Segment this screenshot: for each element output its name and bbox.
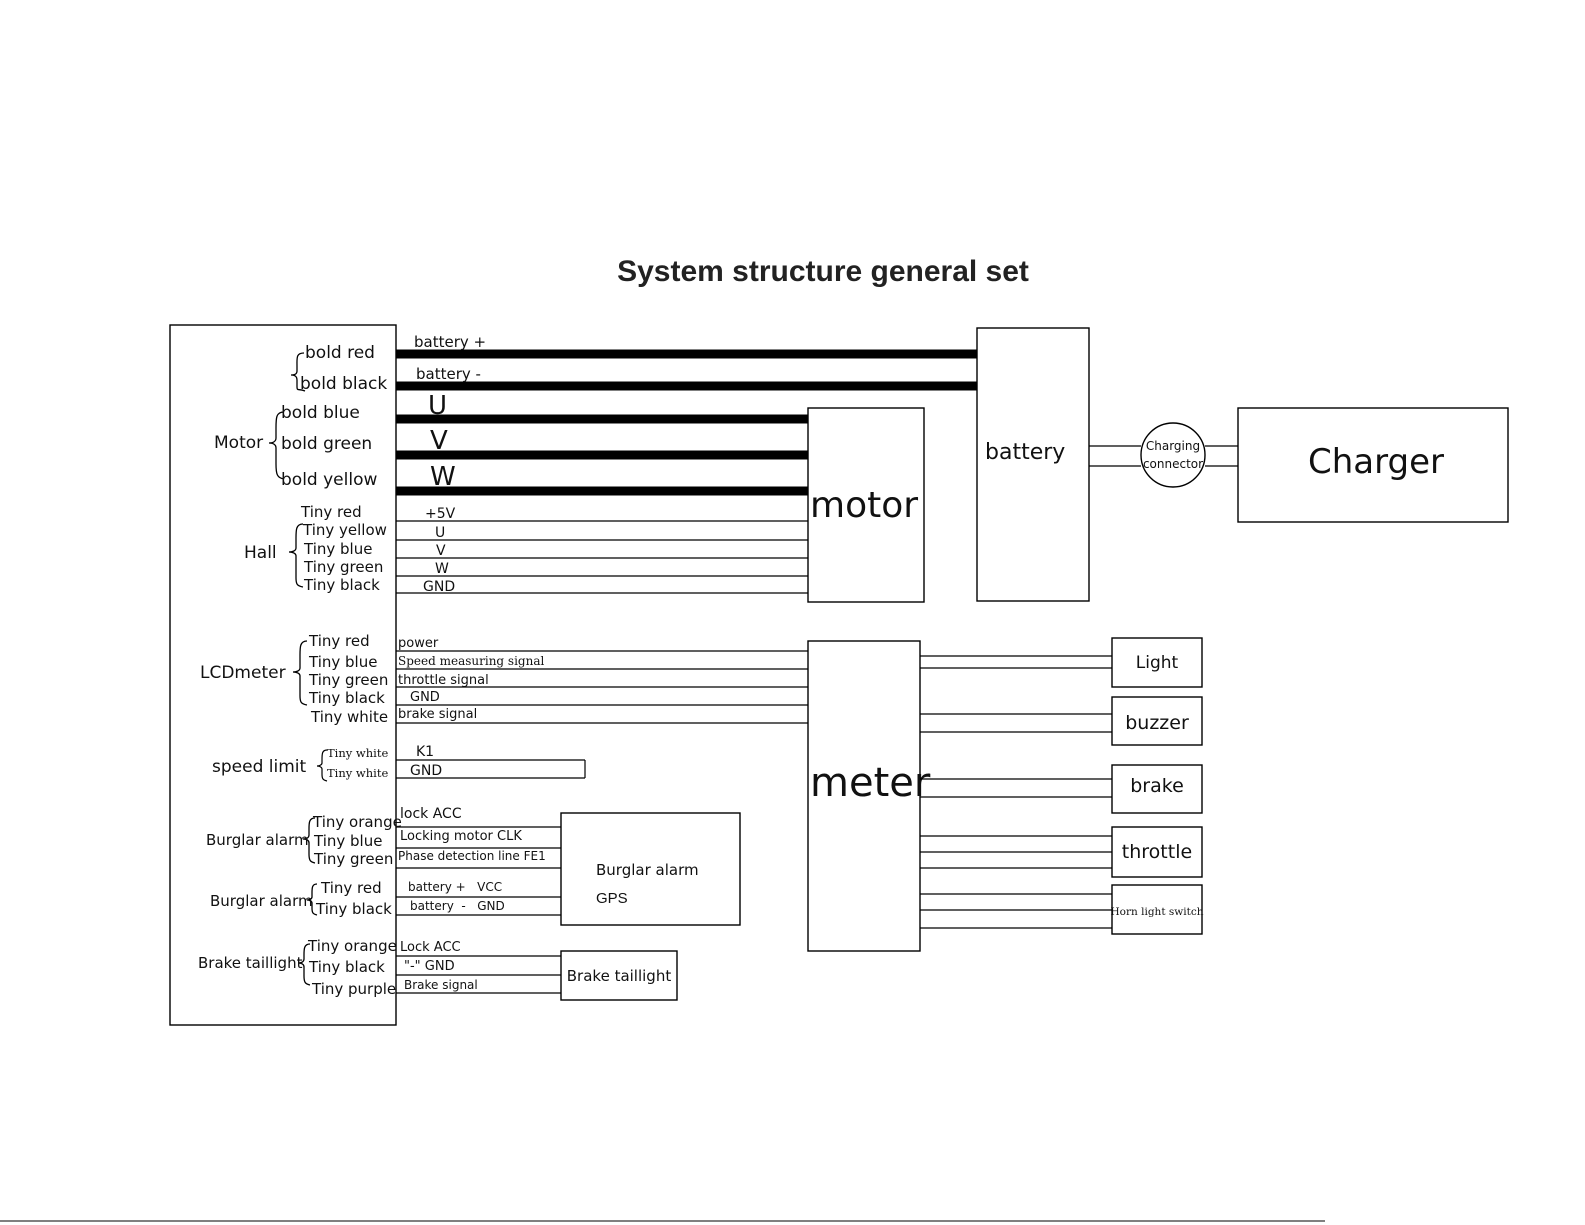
signal-alarm-gnd: battery - GND xyxy=(410,899,505,913)
signal-v: V xyxy=(430,426,448,456)
signal-lcd-brake: brake signal xyxy=(398,707,477,722)
horn-light-switch-box xyxy=(1111,884,1203,935)
wire-bold-red: bold red xyxy=(305,343,375,363)
light-box xyxy=(1111,637,1203,688)
brace-lcd xyxy=(292,640,308,706)
signal-hall-5v: +5V xyxy=(425,506,456,522)
wire-bold-black: bold black xyxy=(300,374,387,394)
wire-speed-white-1: Tiny white xyxy=(327,746,388,760)
burglar-alarm-box xyxy=(560,812,741,926)
signal-alarm-fe1: Phase detection line FE1 xyxy=(398,849,546,863)
burglar-alarm-label: Burglar alarm xyxy=(596,861,699,879)
group-hall: Hall xyxy=(244,543,277,563)
signal-battery-plus: battery + xyxy=(414,333,486,351)
wire-lcd-red: Tiny red xyxy=(308,632,370,650)
wire-alarm-green: Tiny green xyxy=(313,850,393,868)
signal-hall-v: V xyxy=(436,543,446,559)
signal-speed-k1: K1 xyxy=(416,744,434,760)
signal-speed-gnd: GND xyxy=(410,763,442,779)
charging-connector xyxy=(1140,422,1206,488)
battery-box xyxy=(976,327,1090,602)
signal-lcd-speed: Speed measuring signal xyxy=(398,654,544,668)
wire-hall-black: Tiny black xyxy=(303,576,380,594)
brace-alarm-1 xyxy=(302,817,316,864)
brace-alarm-2 xyxy=(306,883,318,916)
signal-hall-u: U xyxy=(435,525,445,541)
wire-alarm2-red: Tiny red xyxy=(320,879,382,897)
motor-box xyxy=(807,407,925,603)
charger-box xyxy=(1237,407,1509,523)
light-label: Light xyxy=(1136,653,1179,673)
brake-label: brake xyxy=(1130,775,1184,797)
buzzer-box xyxy=(1111,696,1203,746)
signal-brake-lock: Lock ACC xyxy=(400,940,461,955)
wire-bold-green: bold green xyxy=(281,434,372,454)
signal-brake-gnd: "-" GND xyxy=(404,959,455,974)
signal-hall-w: W xyxy=(435,561,449,577)
group-burglar-alarm-1: Burglar alarm xyxy=(206,831,309,849)
wire-alarm2-black: Tiny black xyxy=(315,900,392,918)
wire-brake-orange: Tiny orange xyxy=(307,937,397,955)
wire-brake-purple: Tiny purple xyxy=(311,980,396,998)
controller-box xyxy=(169,324,397,1026)
throttle-label: throttle xyxy=(1122,841,1192,863)
buzzer-label: buzzer xyxy=(1125,712,1189,734)
group-brake-taillight: Brake taillight xyxy=(198,954,303,972)
wire-hall-green: Tiny green xyxy=(303,558,383,576)
signal-battery-minus: battery - xyxy=(416,365,481,383)
brace-motor xyxy=(268,411,285,480)
wire-lcd-black: Tiny black xyxy=(308,689,385,707)
brace-speed xyxy=(316,749,328,782)
wire-hall-blue: Tiny blue xyxy=(303,540,372,558)
signal-hall-gnd: GND xyxy=(423,579,455,595)
signal-lcd-throttle: throttle signal xyxy=(398,673,489,688)
horn-light-switch-label: Horn light switch xyxy=(1111,906,1204,918)
signal-lcd-power: power xyxy=(398,636,439,651)
wire-hall-yellow: Tiny yellow xyxy=(302,521,387,539)
wire-alarm-blue: Tiny blue xyxy=(313,832,382,850)
brake-taillight-label: Brake taillight xyxy=(567,967,672,985)
signal-u: U xyxy=(428,391,447,421)
signal-alarm-lock: lock ACC xyxy=(400,806,462,822)
charging-connector-label-2: connector xyxy=(1143,457,1203,471)
motor-label: motor xyxy=(810,485,918,526)
group-speed-limit: speed limit xyxy=(212,757,306,777)
brace-brake xyxy=(297,943,311,986)
wire-lcd-green: Tiny green xyxy=(308,671,388,689)
brake-taillight-box xyxy=(560,950,678,1001)
group-lcdmeter: LCDmeter xyxy=(200,663,286,683)
brace-battery xyxy=(290,352,306,392)
diagram-title: System structure general set xyxy=(617,255,1029,288)
wire-alarm-orange: Tiny orange xyxy=(312,813,402,831)
charger-label: Charger xyxy=(1308,442,1444,482)
wire-bold-blue: bold blue xyxy=(281,403,360,423)
signal-lcd-gnd: GND xyxy=(410,690,440,705)
signal-brake-signal: Brake signal xyxy=(404,978,478,992)
group-burglar-alarm-2: Burglar alarm xyxy=(210,892,313,910)
throttle-box xyxy=(1111,826,1203,878)
brake-box xyxy=(1111,764,1203,814)
wire-bold-yellow: bold yellow xyxy=(281,470,377,490)
signal-alarm-clk: Locking motor CLK xyxy=(400,829,522,844)
wire-brake-black: Tiny black xyxy=(308,958,385,976)
group-motor: Motor xyxy=(214,433,263,453)
signal-alarm-vcc: battery + VCC xyxy=(408,880,502,894)
wire-lcd-blue: Tiny blue xyxy=(308,653,377,671)
meter-box xyxy=(807,640,921,952)
signal-w: W xyxy=(430,462,456,492)
charging-connector-label-1: Charging xyxy=(1146,439,1200,453)
gps-label: GPS xyxy=(596,890,628,907)
wire-speed-white-2: Tiny white xyxy=(327,766,388,780)
meter-label: meter xyxy=(810,760,931,806)
battery-label: battery xyxy=(985,440,1065,465)
brace-hall xyxy=(288,523,304,588)
wire-lcd-white: Tiny white xyxy=(310,708,388,726)
wire-hall-red: Tiny red xyxy=(300,503,362,521)
